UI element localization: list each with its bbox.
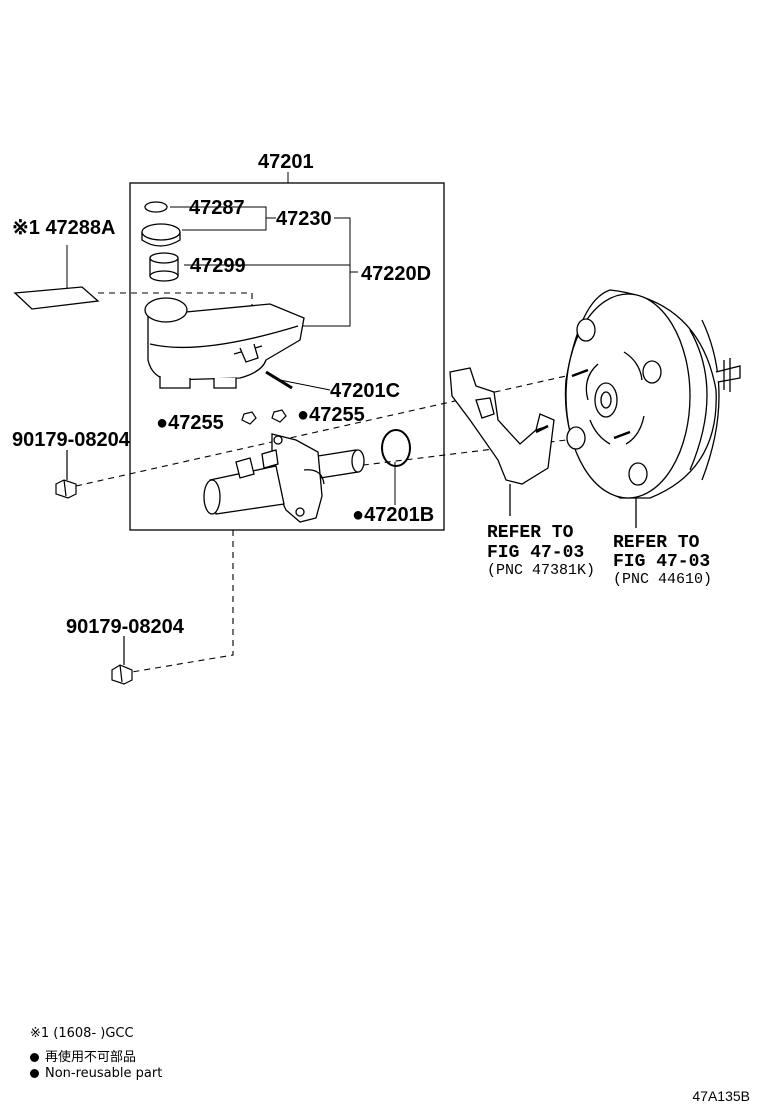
o-ring-drawing [381, 429, 411, 467]
ref-bracket-line1: REFER TO [487, 523, 574, 543]
grommets-drawing [241, 409, 287, 425]
label-47230: 47230 [276, 208, 332, 230]
studs-drawing [535, 368, 631, 440]
bullet-icon [30, 1053, 39, 1062]
label-47201b: ●47201B [352, 504, 434, 526]
legend-note-2-text: 再使用不可部品 [45, 1050, 137, 1065]
label-47201: 47201 [258, 151, 314, 173]
legend-note-3: Non-reusable part [30, 1066, 162, 1081]
label-47288a: ※1 47288A [12, 217, 116, 239]
legend-note-3-text: Non-reusable part [45, 1066, 163, 1081]
assembly-frame [129, 182, 445, 531]
label-47201c: 47201C [330, 380, 400, 402]
label-plate-drawing [13, 286, 100, 310]
ref-booster-line1: REFER TO [613, 533, 700, 553]
legend-note-2: 再使用不可部品 [30, 1046, 136, 1065]
leaders-reservoir [66, 206, 396, 505]
ref-bracket-line3: (PNC 47381K) [487, 562, 595, 579]
label-90179-lower: 90179-08204 [66, 616, 185, 638]
label-47299: 47299 [190, 255, 246, 277]
pin-drawing [265, 370, 293, 390]
label-90179-upper: 90179-08204 [12, 429, 131, 451]
figure-code: 47A135B [692, 1088, 750, 1104]
ref-bracket-line2: FIG 47-03 [487, 543, 584, 563]
label-47287: 47287 [189, 197, 245, 219]
label-47255-left: ●47255 [156, 412, 224, 434]
reservoir-drawing [144, 297, 305, 389]
nuts-drawing [55, 450, 133, 685]
bracket-drawing [449, 367, 555, 516]
label-47220d: 47220D [361, 263, 431, 285]
legend-note-1: ※1 (1608- )GCC [30, 1026, 134, 1041]
master-cylinder-drawing [203, 433, 365, 523]
label-47255-right: ●47255 [297, 404, 365, 426]
bullet-icon [30, 1069, 39, 1078]
ref-booster-line2: FIG 47-03 [613, 552, 710, 572]
reservoir-cap-drawing [141, 201, 181, 282]
ref-booster-line3: (PNC 44610) [613, 571, 712, 588]
legend-note-1-text: ※1 (1608- )GCC [30, 1026, 134, 1041]
brake-booster-drawing [564, 289, 741, 528]
